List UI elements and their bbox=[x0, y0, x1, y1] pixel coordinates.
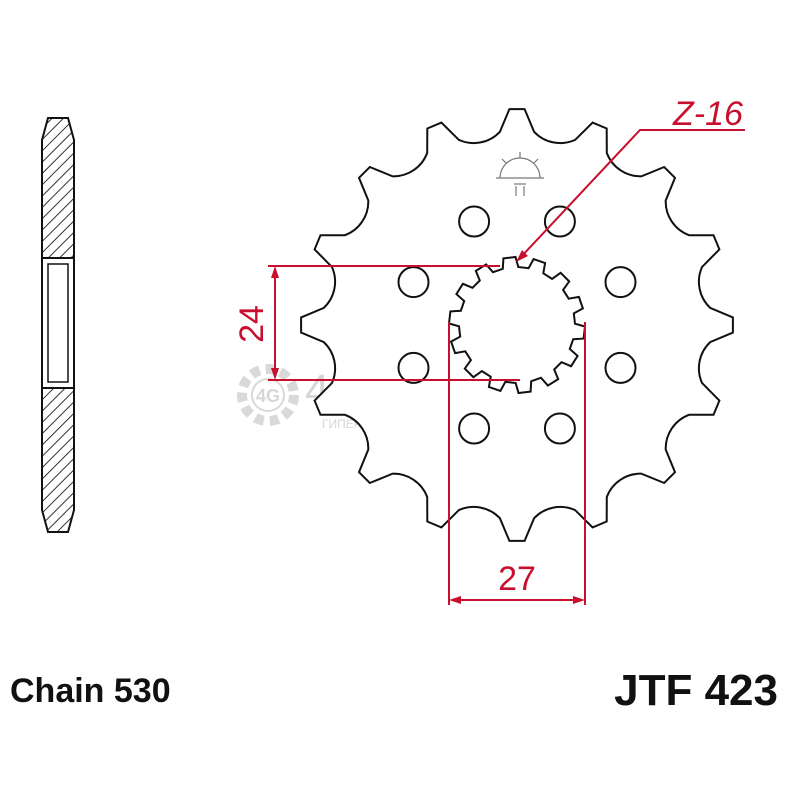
lightening-hole bbox=[543, 205, 576, 238]
side-profile bbox=[41, 117, 75, 533]
spline-dimension-value: 27 bbox=[498, 560, 536, 598]
manufacturer-mark-icon bbox=[496, 152, 544, 196]
gear-logo-icon: 4G bbox=[237, 364, 299, 426]
lightening-holes bbox=[397, 205, 637, 445]
teeth-leader bbox=[516, 129, 745, 262]
lightening-hole bbox=[604, 266, 637, 299]
watermark-logo: 4G bbox=[256, 386, 280, 406]
lightening-hole bbox=[604, 351, 637, 384]
lightening-hole bbox=[543, 412, 576, 445]
bore-dimension-value: 24 bbox=[233, 305, 271, 343]
lightening-hole bbox=[397, 351, 430, 384]
teeth-count-label: Z-16 bbox=[672, 95, 743, 133]
bore-dimension bbox=[268, 265, 520, 381]
spline-dimension bbox=[448, 322, 586, 605]
lightening-hole bbox=[458, 205, 491, 238]
chain-size-label: Chain 530 bbox=[10, 672, 171, 710]
part-number-label: JTF 423 bbox=[614, 666, 778, 715]
lightening-hole bbox=[458, 412, 491, 445]
lightening-hole bbox=[397, 266, 430, 299]
